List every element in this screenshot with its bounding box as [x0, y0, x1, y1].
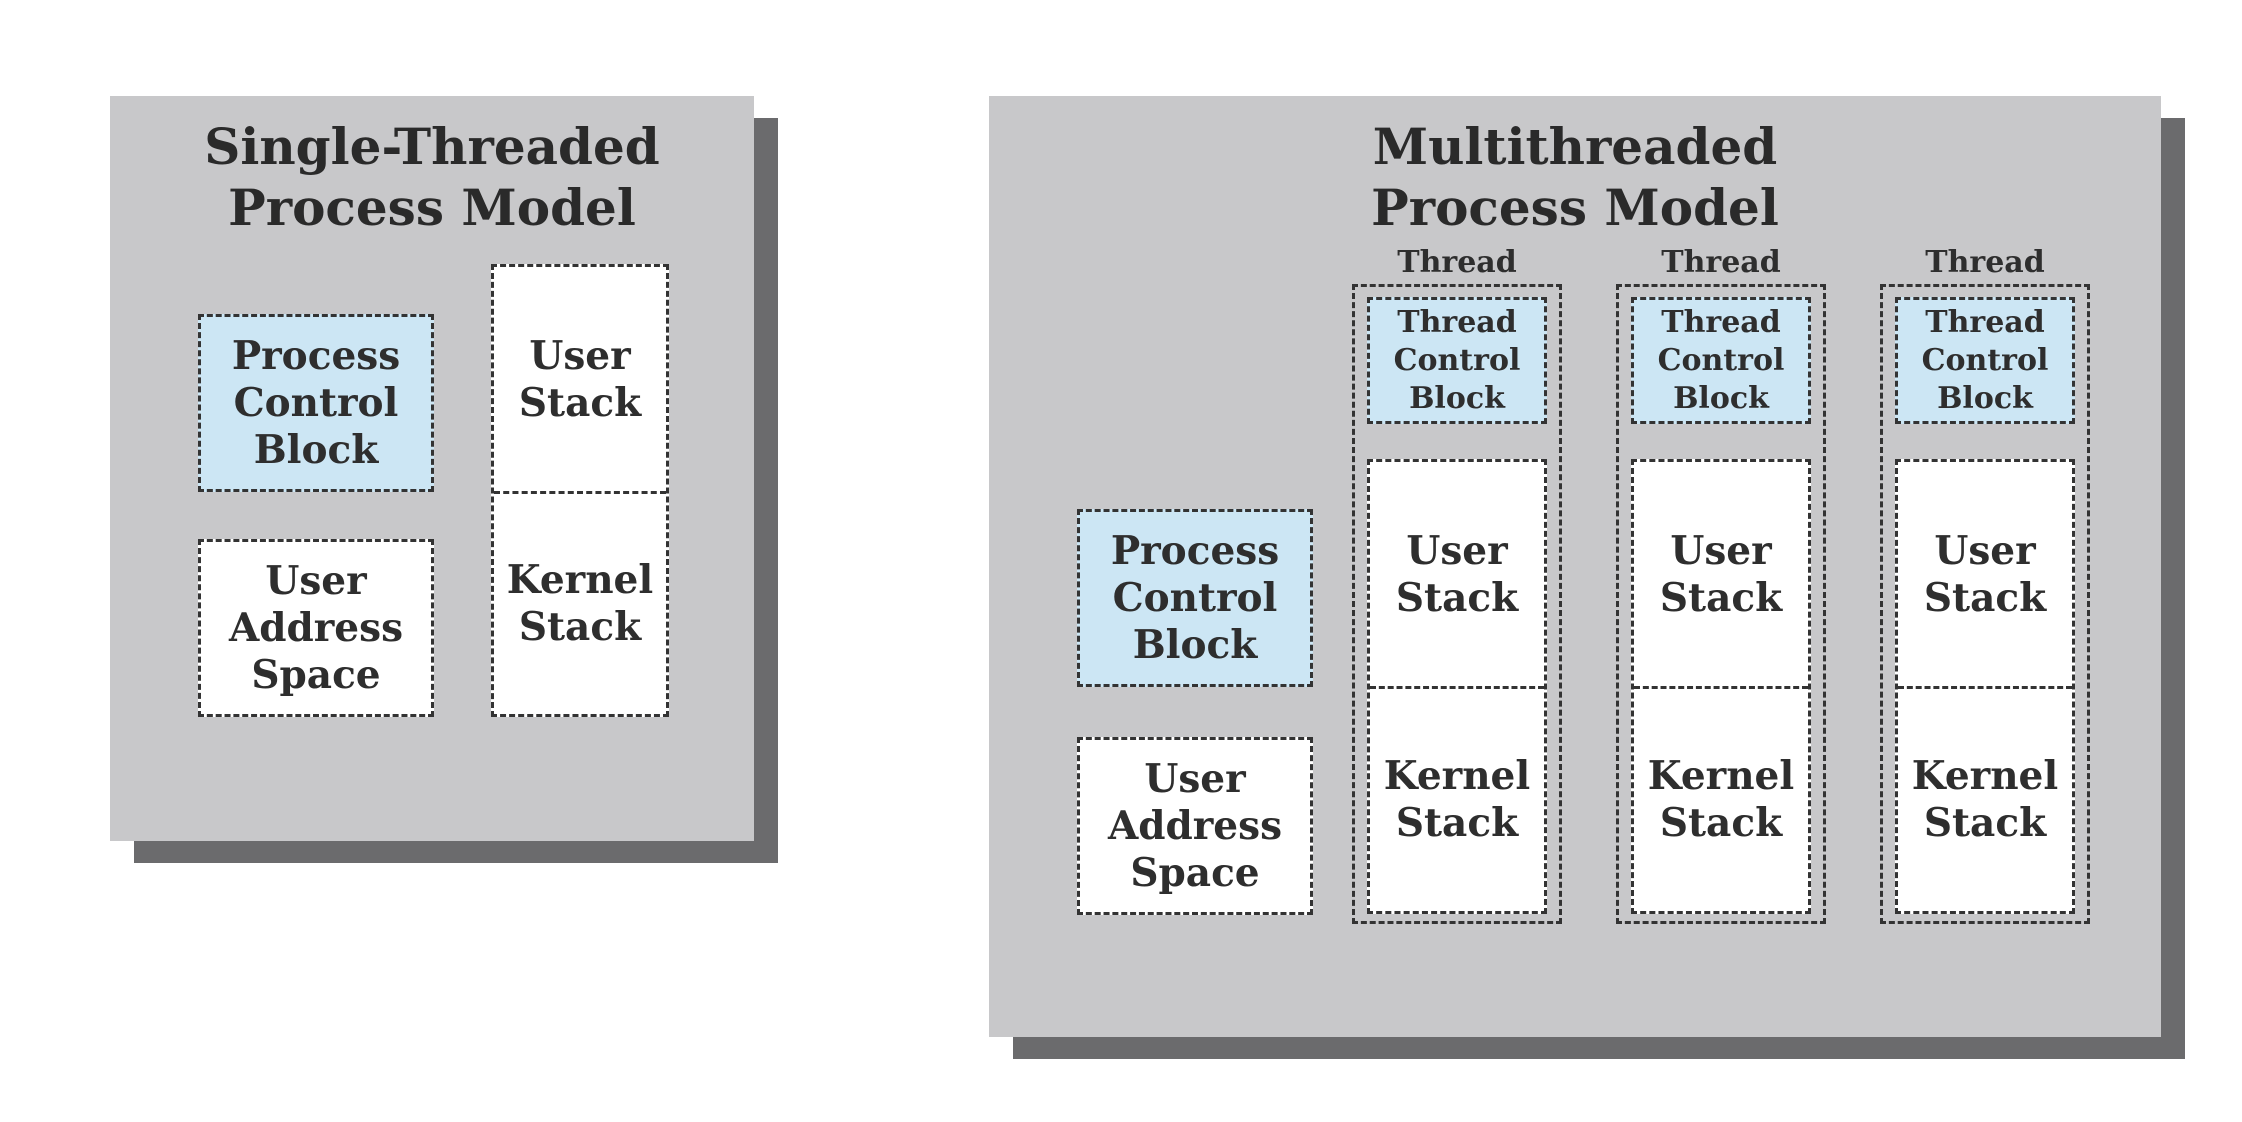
user-stack: User Stack: [1395, 527, 1519, 621]
thread-control-block: Thread Control Block: [1367, 297, 1547, 424]
process-control-block: Process Control Block: [198, 314, 434, 492]
thread-control-block: Thread Control Block: [1895, 297, 2075, 424]
stack-divider: [1370, 686, 1544, 689]
stack-column: User Stack Kernel Stack: [1631, 459, 1811, 914]
user-address-space: User Address Space: [198, 539, 434, 717]
user-stack: User Stack: [1659, 527, 1783, 621]
kernel-stack: Kernel Stack: [1911, 753, 2059, 846]
multithreaded-panel: Multithreaded Process Model Process Cont…: [989, 96, 2161, 1037]
user-stack: User Stack: [1923, 527, 2047, 621]
single-threaded-title: Single-Threaded Process Model: [204, 117, 660, 237]
kernel-stack: Kernel Stack: [1383, 753, 1531, 846]
thread-group: Thread Control Block User Stack Kernel S…: [1616, 284, 1826, 924]
stack-column: User Stack Kernel Stack: [491, 264, 669, 717]
thread-group: Thread Control Block User Stack Kernel S…: [1352, 284, 1562, 924]
stack-column: User Stack Kernel Stack: [1895, 459, 2075, 914]
process-control-block: Process Control Block: [1077, 509, 1313, 687]
user-stack: User Stack: [518, 332, 642, 426]
stack-divider: [1634, 686, 1808, 689]
single-threaded-panel: Single-Threaded Process Model Process Co…: [110, 96, 754, 841]
thread-label: Thread: [1661, 245, 1781, 280]
thread-label: Thread: [1925, 245, 2045, 280]
user-address-space: User Address Space: [1077, 737, 1313, 915]
stack-divider: [494, 491, 666, 494]
multithreaded-title: Multithreaded Process Model: [1371, 117, 1779, 237]
stack-divider: [1898, 686, 2072, 689]
thread-label: Thread: [1397, 245, 1517, 280]
thread-control-block: Thread Control Block: [1631, 297, 1811, 424]
kernel-stack: Kernel Stack: [1647, 753, 1795, 846]
kernel-stack: Kernel Stack: [506, 557, 654, 650]
thread-group: Thread Control Block User Stack Kernel S…: [1880, 284, 2090, 924]
stack-column: User Stack Kernel Stack: [1367, 459, 1547, 914]
